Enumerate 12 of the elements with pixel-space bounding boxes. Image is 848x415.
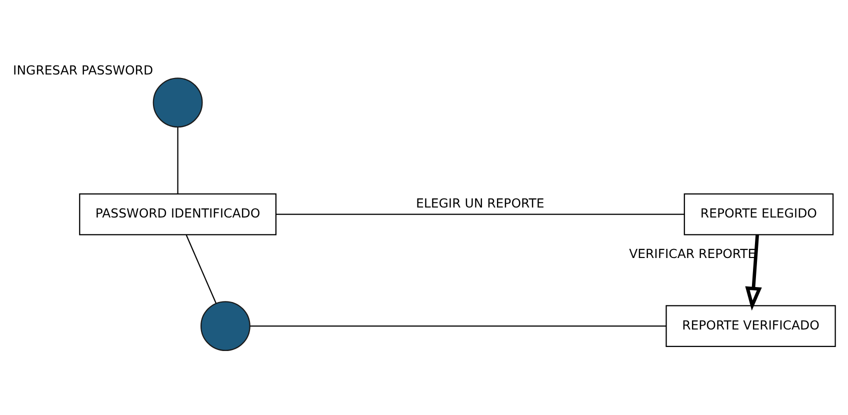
node-circle xyxy=(152,78,203,128)
connector xyxy=(186,234,217,304)
node-box: REPORTE ELEGIDO xyxy=(684,193,834,236)
node-label: INGRESAR PASSWORD xyxy=(13,62,154,78)
node-box: PASSWORD IDENTIFICADO xyxy=(79,193,276,236)
node-circle xyxy=(200,301,250,352)
arrow xyxy=(745,234,762,311)
connector xyxy=(250,326,666,327)
connector xyxy=(276,214,684,215)
edge-label: ELEGIR UN REPORTE xyxy=(416,195,544,210)
connector xyxy=(177,127,178,194)
node-box: REPORTE VERIFICADO xyxy=(666,305,836,348)
